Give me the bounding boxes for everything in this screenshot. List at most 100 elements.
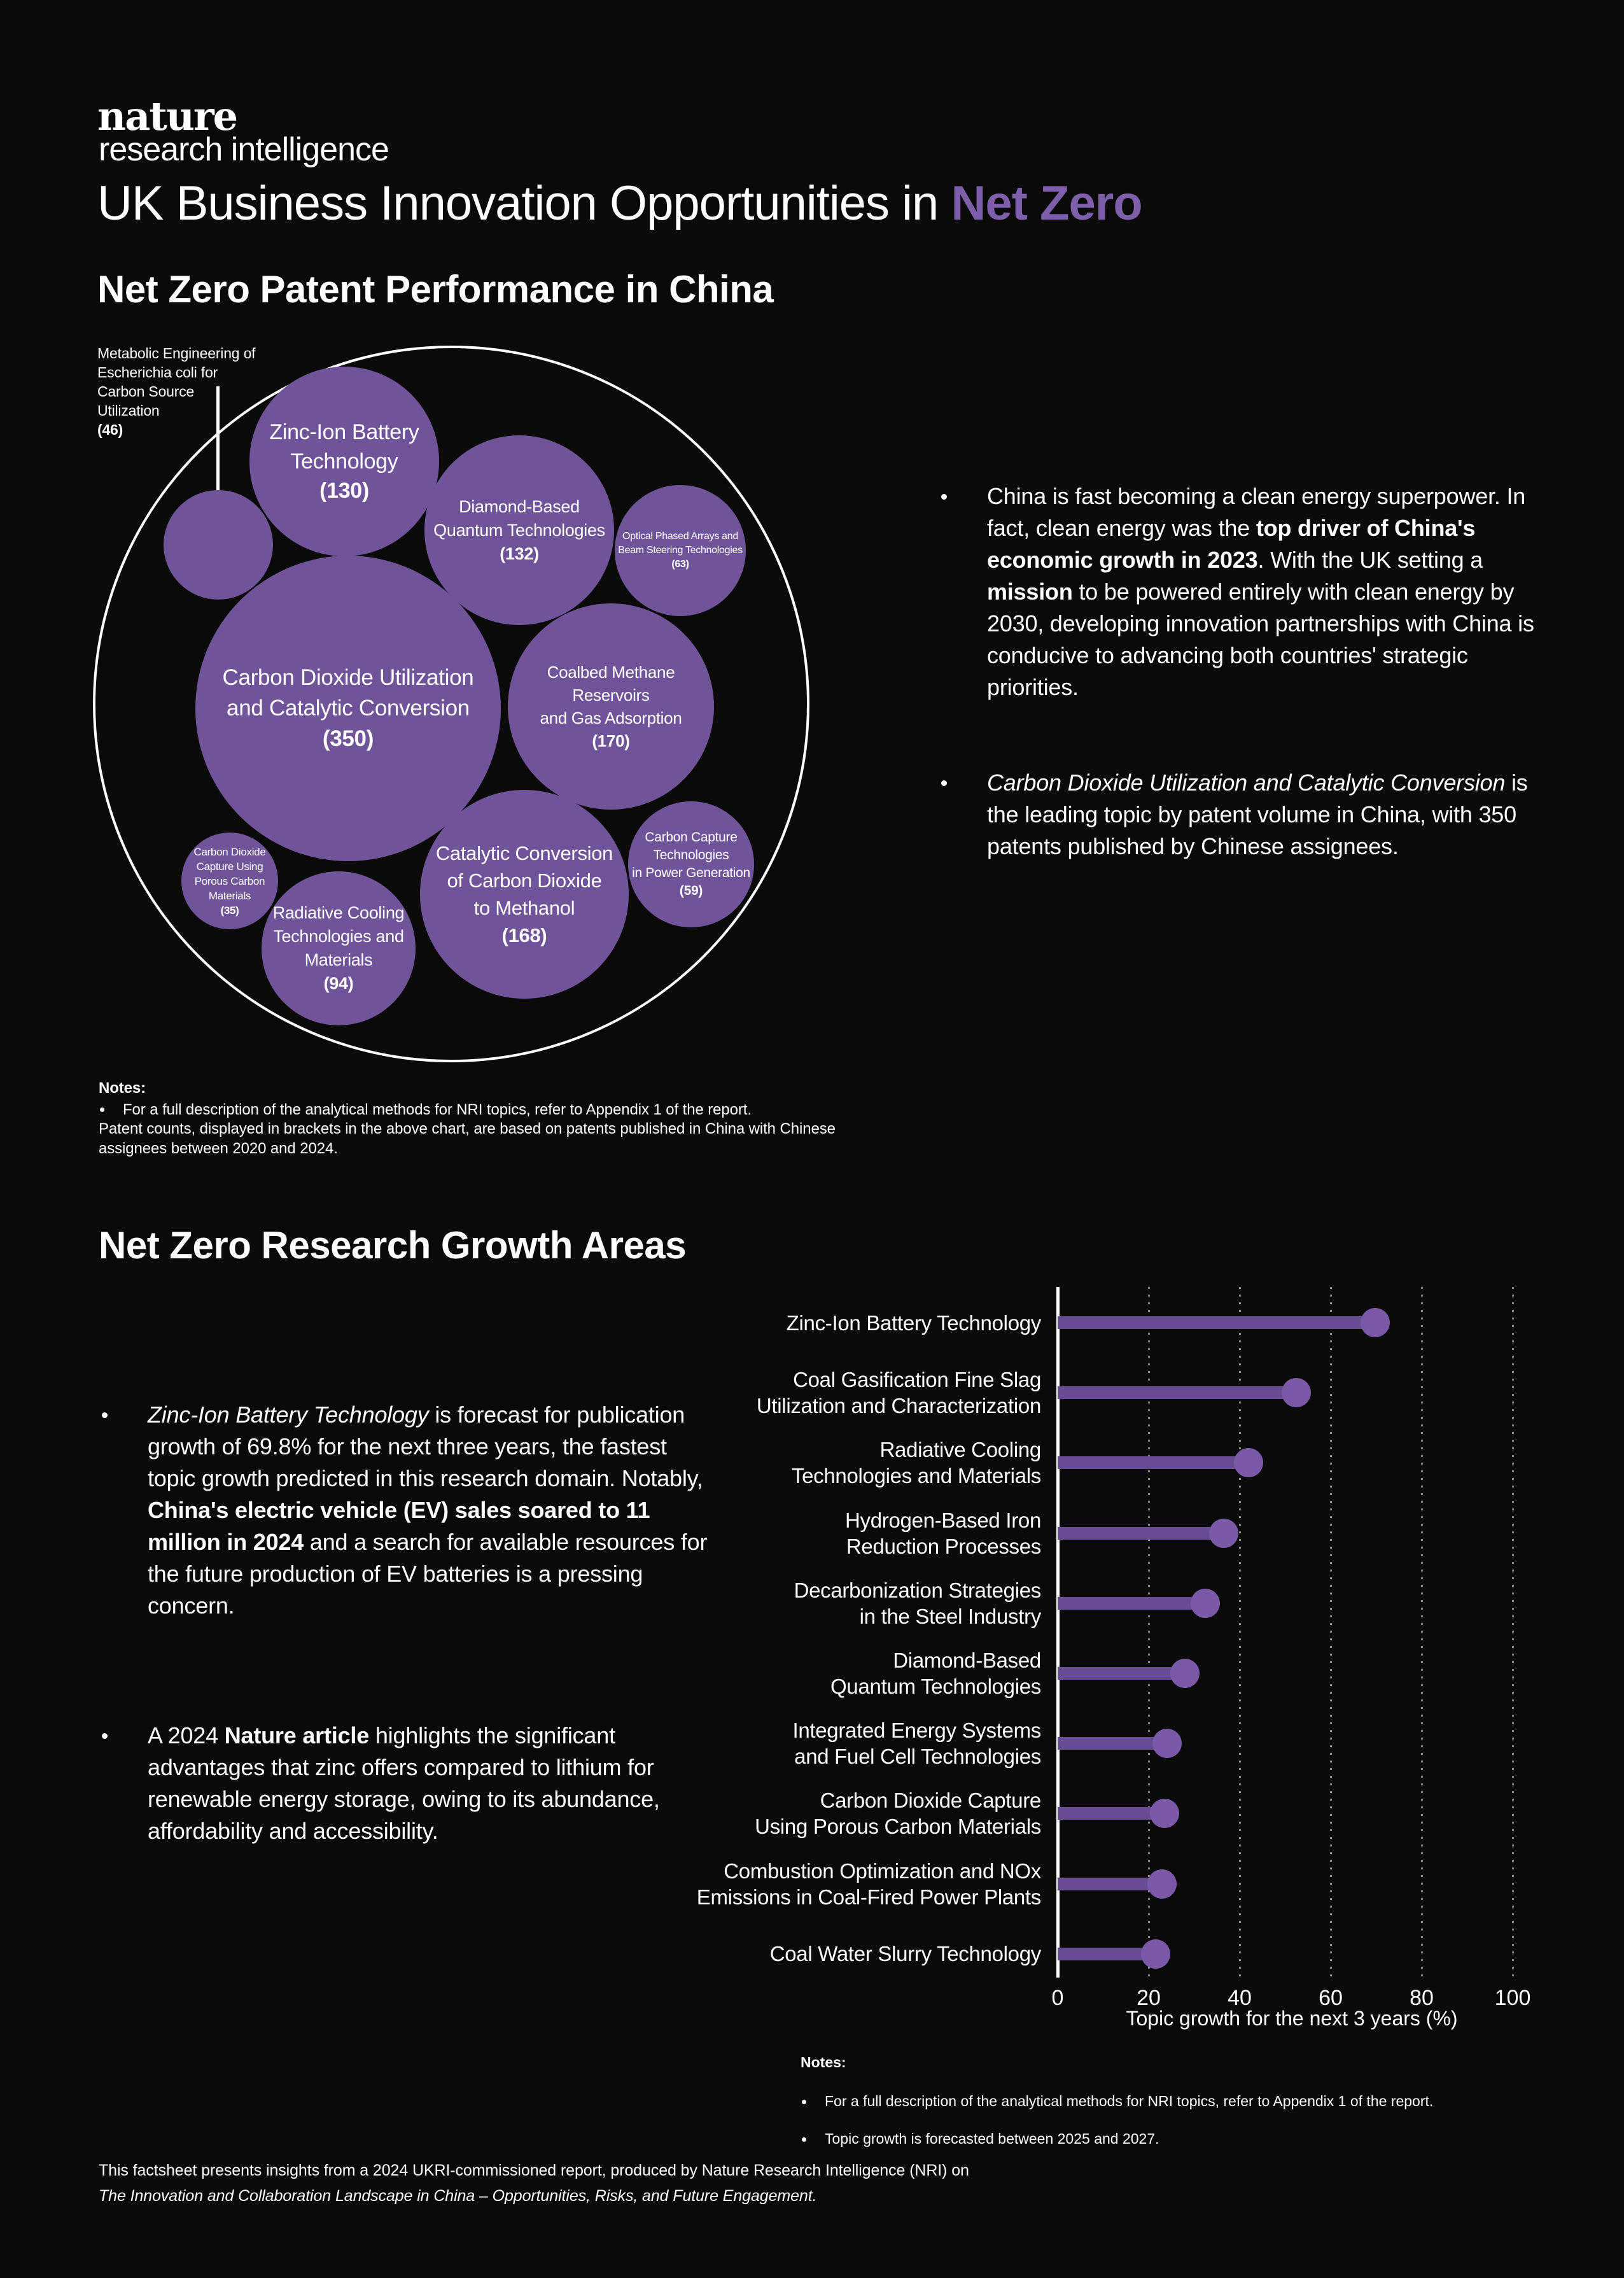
section2-heading: Net Zero Research Growth Areas [99,1224,687,1267]
bubble-count: (94) [323,974,354,993]
category-label: Coal Water Slurry Technology [769,1942,1042,1966]
page-title: UK Business Innovation Opportunities in … [97,176,1143,230]
gridline-20 [1147,1287,1150,1978]
lollipop-stem [1058,1737,1167,1750]
y-axis-line [1056,1287,1060,1978]
bold-text: mission [987,579,1073,605]
x-tick-label: 80 [1410,1986,1434,2010]
lollipop-stem [1058,1947,1156,1960]
lollipop-stem [1058,1386,1297,1400]
lollipop-dot [1361,1308,1390,1337]
x-tick-label: 0 [1051,1986,1064,2010]
bubble-count: (35) [220,904,239,917]
x-tick-label: 60 [1319,1986,1343,2010]
bubble-count: (350) [322,726,374,751]
bubble-count: (168) [501,924,547,946]
note-bullet-text: For a full description of the analytical… [825,2093,1434,2109]
callout-count: (46) [97,421,123,438]
lollipop-dot [1208,1518,1238,1548]
gridline-80 [1420,1287,1423,1978]
lollipop-dot [1170,1659,1200,1688]
bullet-dot [102,1733,108,1739]
bold-text: Nature article [224,1722,370,1748]
callout-line [216,386,220,545]
bubble-count: (59) [679,883,703,898]
lollipop-stem [1058,1316,1376,1329]
bullet-text: China is fast becoming a clean energy su… [987,481,1539,703]
notes1-bullet: For a full description of the analytical… [99,1100,1002,1120]
bullet-dot [941,494,947,500]
lollipop-stem [1058,1807,1165,1820]
note-bullet-text: Topic growth is forecasted between 2025 … [825,2130,1159,2147]
category-label: Zinc-Ion Battery Technology [786,1311,1042,1335]
lollipop-stem [1058,1456,1249,1470]
bullet-china-clean-energy: China is fast becoming a clean energy su… [940,481,1539,703]
gridline-40 [1238,1287,1241,1978]
page-title-prefix: UK Business Innovation Opportunities in [97,176,951,230]
italic-text: Zinc-Ion Battery Technology [148,1402,429,1428]
text: . With the UK setting a [1257,547,1483,573]
bullet-zinc-forecast: Zinc-Ion Battery Technology is forecast … [101,1399,711,1622]
footer-line2: The Innovation and Collaboration Landsca… [99,2187,817,2205]
bullet-text: A 2024 Nature article highlights the sig… [148,1720,711,1847]
notes2-bullet-1: For a full description of the analytical… [801,2092,1602,2111]
lollipop-dot [1140,1939,1170,1969]
note-bullet-dot [802,2100,806,2104]
lollipop-dot [1191,1588,1221,1618]
notes2-label: Notes: [801,2054,846,2071]
notes2-bullet-2: Topic growth is forecasted between 2025 … [801,2130,1602,2148]
footer-line1: This factsheet presents insights from a … [99,2162,969,2179]
bubble-metabolic-engineering [164,490,273,600]
bubble-chart-outer-circle [93,346,809,1062]
nature-logo: nature [97,93,238,139]
bubble-count: (132) [500,544,539,563]
x-tick-label: 40 [1228,1986,1252,2010]
text: to be powered entirely with clean energy… [987,579,1534,700]
lollipop-dot [1147,1869,1177,1899]
bullet-text: Carbon Dioxide Utilization and Catalytic… [987,767,1539,862]
lollipop-stem [1058,1596,1206,1610]
bubble-count: (170) [592,731,630,750]
bullet-dot [102,1412,108,1418]
note-bullet-dot [100,1107,104,1112]
x-tick-label: 100 [1494,1986,1531,2010]
bold-text: top driver of China's economic growth in… [987,515,1476,573]
bullet-leading-topic: Carbon Dioxide Utilization and Catalytic… [940,767,1539,862]
bubble-count: (63) [671,559,689,570]
text: is forecast for publication growth of 69… [148,1402,703,1491]
nature-logo-subtitle: research intelligence [99,131,389,168]
lollipop-dot [1152,1729,1182,1759]
note-bullet-dot [802,2137,806,2142]
lollipop-dot [1234,1448,1264,1478]
gridline-100 [1511,1287,1514,1978]
lollipop-stem [1058,1877,1163,1890]
text: China is fast becoming a clean energy su… [987,483,1526,541]
italic-text: Carbon Dioxide Utilization and Catalytic… [987,770,1506,796]
note-bullet-text: For a full description of the analytical… [123,1101,752,1118]
page-title-accent: Net Zero [951,176,1142,230]
lollipop-dot [1282,1378,1312,1408]
bullet-nature-article: A 2024 Nature article highlights the sig… [101,1720,711,1847]
x-tick-label: 20 [1137,1986,1161,2010]
